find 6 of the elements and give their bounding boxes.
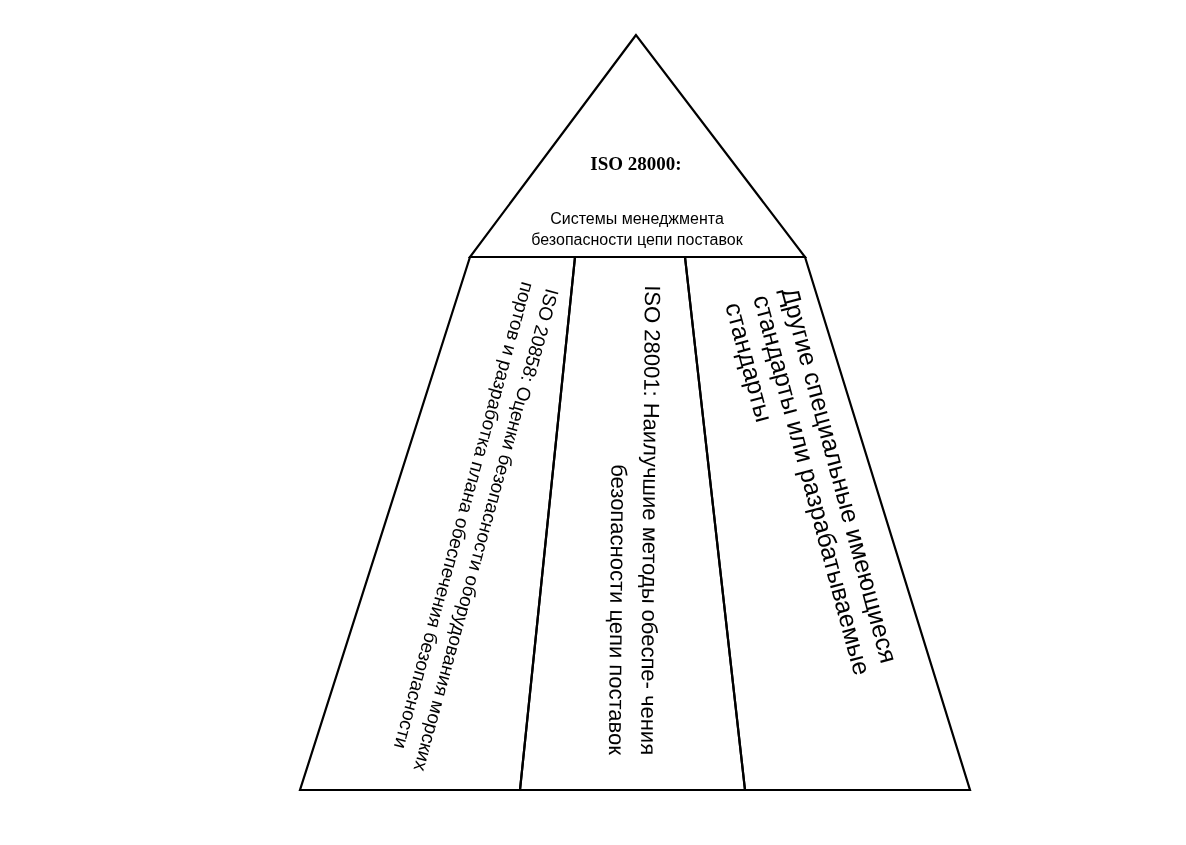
- segment-text: ISO 28001: Наилучшие методы обеспе- чения безопасности цепи поставок: [602, 284, 666, 756]
- pyramid-segment: [685, 257, 970, 790]
- segment-text: ISO 28000:: [589, 152, 683, 176]
- segment-text: Системы менеджмента безопасности цепи поставок: [530, 209, 744, 250]
- pyramid-segment: [300, 257, 575, 790]
- pyramid-segment: [470, 35, 805, 257]
